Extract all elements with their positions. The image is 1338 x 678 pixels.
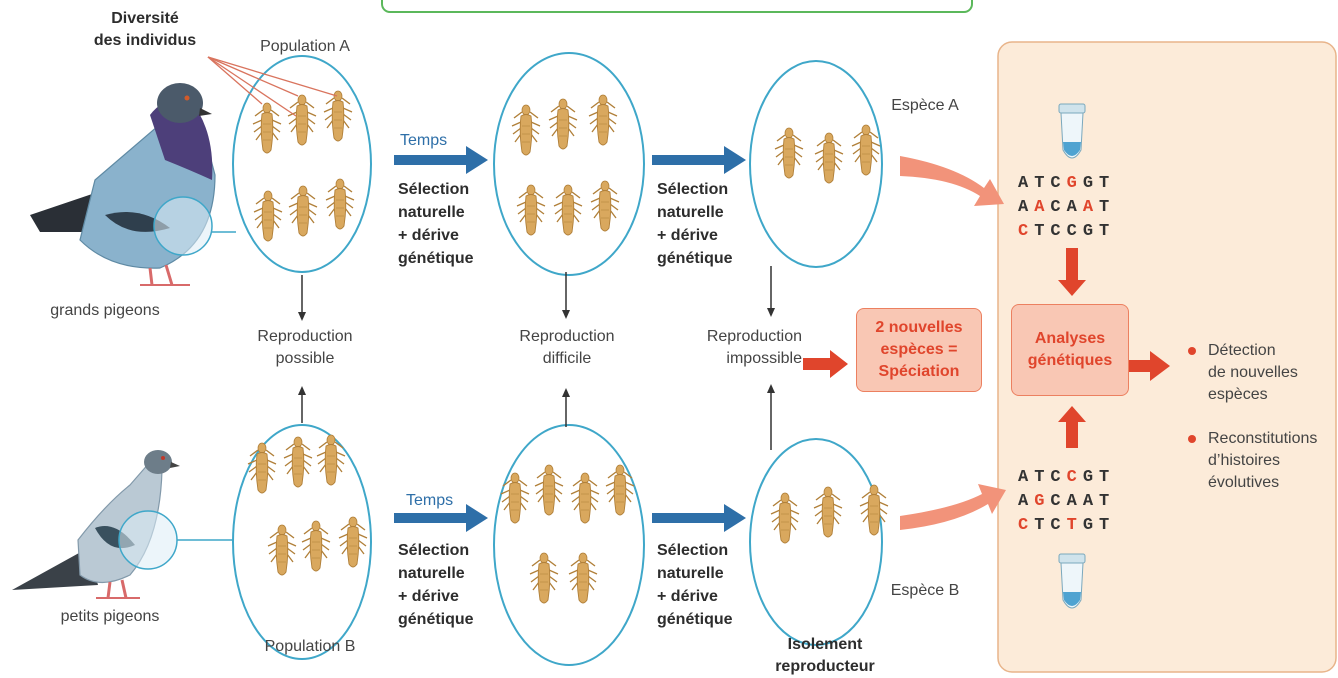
dna-base: T <box>1099 492 1116 511</box>
dna-base: G <box>1066 174 1083 193</box>
dna-base: T <box>1099 198 1116 217</box>
dna-row: AACAAT <box>1018 196 1115 220</box>
dna-base: C <box>1050 468 1067 487</box>
espece-a-ellipse <box>749 60 883 268</box>
dna-base: A <box>1018 468 1035 487</box>
population-b-label: Population B <box>264 638 356 655</box>
dna-base: T <box>1099 516 1116 535</box>
dna-base: G <box>1082 516 1100 535</box>
reproduction-arrows <box>298 266 775 450</box>
red-arrows <box>803 248 1170 448</box>
dna-base: G <box>1082 222 1100 241</box>
blue-arrows <box>394 146 746 532</box>
dna-base: T <box>1034 516 1051 535</box>
intermediate-b-ellipse <box>493 424 645 666</box>
dna-row: CTCTGT <box>1018 514 1115 538</box>
dna-base: C <box>1050 516 1067 535</box>
diversity-pointer-lines <box>207 56 338 117</box>
dna-base: A <box>1066 492 1083 511</box>
bullet-dot-icon <box>1188 435 1196 443</box>
dna-base: A <box>1018 174 1035 193</box>
dna-row: ATCCGT <box>1018 466 1115 490</box>
dna-base: T <box>1099 468 1116 487</box>
dna-base: C <box>1018 222 1035 241</box>
dna-row: CTCCGT <box>1018 220 1115 244</box>
dna-base: C <box>1050 222 1067 241</box>
zoom-circle-b <box>118 510 178 570</box>
header-box <box>381 0 973 13</box>
dna-base: T <box>1066 516 1083 535</box>
population-a-label: Population A <box>260 38 350 55</box>
bullet-dot-icon <box>1188 347 1196 355</box>
dna-base: C <box>1050 174 1067 193</box>
dna-base: G <box>1082 174 1100 193</box>
dna-base: A <box>1082 198 1100 217</box>
espece-a-label: Espèce A <box>891 97 959 114</box>
intermediate-a-ellipse <box>493 52 645 276</box>
dna-base: T <box>1099 174 1116 193</box>
dna-base: C <box>1050 198 1067 217</box>
espece-b-label: Espèce B <box>890 582 960 599</box>
zoom-circle-a <box>153 196 213 256</box>
temps-label-a: Temps <box>400 132 448 149</box>
petits-pigeons-label: petits pigeons <box>60 608 160 625</box>
dna-base: T <box>1034 174 1051 193</box>
dna-base: C <box>1066 222 1083 241</box>
grands-pigeons-label: grands pigeons <box>50 302 160 319</box>
dna-base: A <box>1034 198 1051 217</box>
dna-base: C <box>1018 516 1035 535</box>
dna-base: C <box>1050 492 1067 511</box>
analysis-panel <box>997 41 1337 673</box>
dna-row: AGCAAT <box>1018 490 1115 514</box>
temps-label-b: Temps <box>406 492 454 509</box>
dna-base: T <box>1034 468 1051 487</box>
dna-base: A <box>1018 492 1035 511</box>
dna-base: A <box>1066 198 1083 217</box>
espece-b-ellipse <box>749 438 883 646</box>
dna-base: T <box>1034 222 1051 241</box>
dna-base: C <box>1066 468 1083 487</box>
dna-base: G <box>1082 468 1100 487</box>
dna-base: A <box>1082 492 1100 511</box>
dna-row: ATCGGT <box>1018 172 1115 196</box>
salmon-arrows <box>900 156 1006 530</box>
dna-base: G <box>1034 492 1051 511</box>
dna-base: T <box>1099 222 1116 241</box>
dna-base: A <box>1018 198 1035 217</box>
